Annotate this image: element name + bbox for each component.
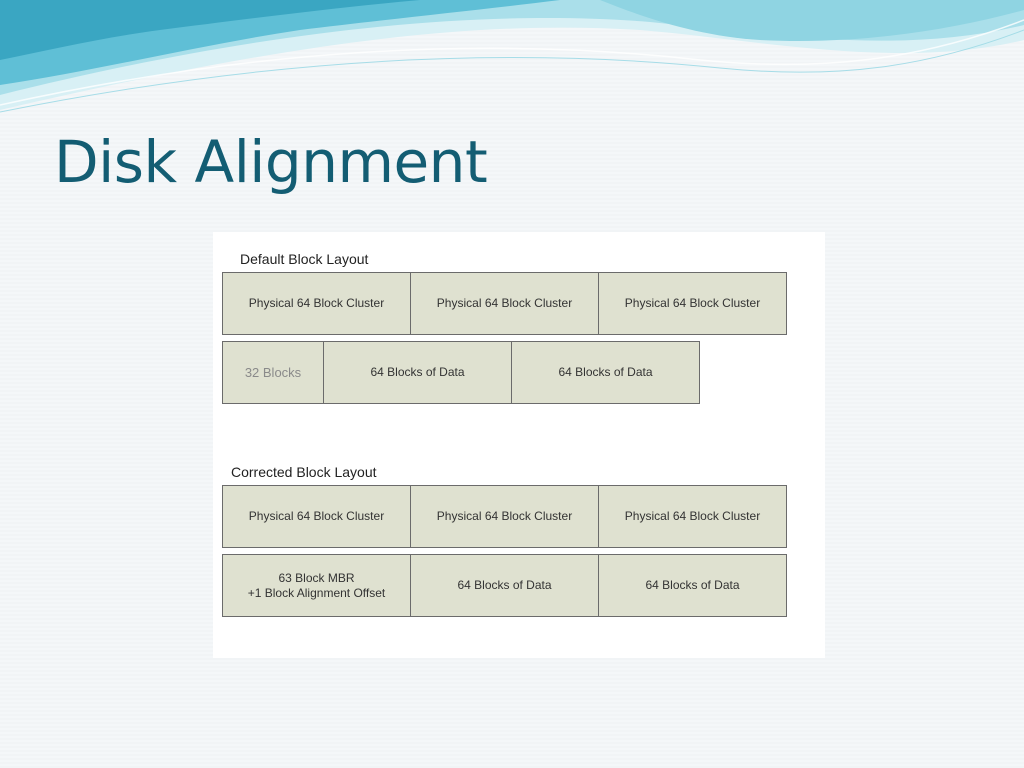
physical-cluster-cell: Physical 64 Block Cluster [598, 272, 787, 335]
data-blocks-cell: 64 Blocks of Data [598, 554, 787, 617]
physical-cluster-cell: Physical 64 Block Cluster [222, 272, 411, 335]
slide-title: Disk Alignment [54, 128, 488, 196]
default-data-row: 32 Blocks 64 Blocks of Data 64 Blocks of… [222, 341, 700, 404]
corrected-layout-label: Corrected Block Layout [231, 464, 377, 480]
default-layout-label: Default Block Layout [240, 251, 369, 267]
header-wave-decoration [0, 0, 1024, 113]
default-physical-row: Physical 64 Block Cluster Physical 64 Bl… [222, 272, 787, 335]
physical-cluster-cell: Physical 64 Block Cluster [410, 485, 599, 548]
corrected-data-row: 63 Block MBR +1 Block Alignment Offset 6… [222, 554, 787, 617]
corrected-physical-row: Physical 64 Block Cluster Physical 64 Bl… [222, 485, 787, 548]
data-blocks-cell: 64 Blocks of Data [323, 341, 512, 404]
disk-alignment-diagram: Default Block Layout Physical 64 Block C… [213, 232, 825, 658]
physical-cluster-cell: Physical 64 Block Cluster [410, 272, 599, 335]
mbr-offset-cell: 63 Block MBR +1 Block Alignment Offset [222, 554, 411, 617]
physical-cluster-cell: Physical 64 Block Cluster [222, 485, 411, 548]
data-blocks-cell: 64 Blocks of Data [410, 554, 599, 617]
physical-cluster-cell: Physical 64 Block Cluster [598, 485, 787, 548]
offset-blocks-cell: 32 Blocks [222, 341, 324, 404]
data-blocks-cell: 64 Blocks of Data [511, 341, 700, 404]
